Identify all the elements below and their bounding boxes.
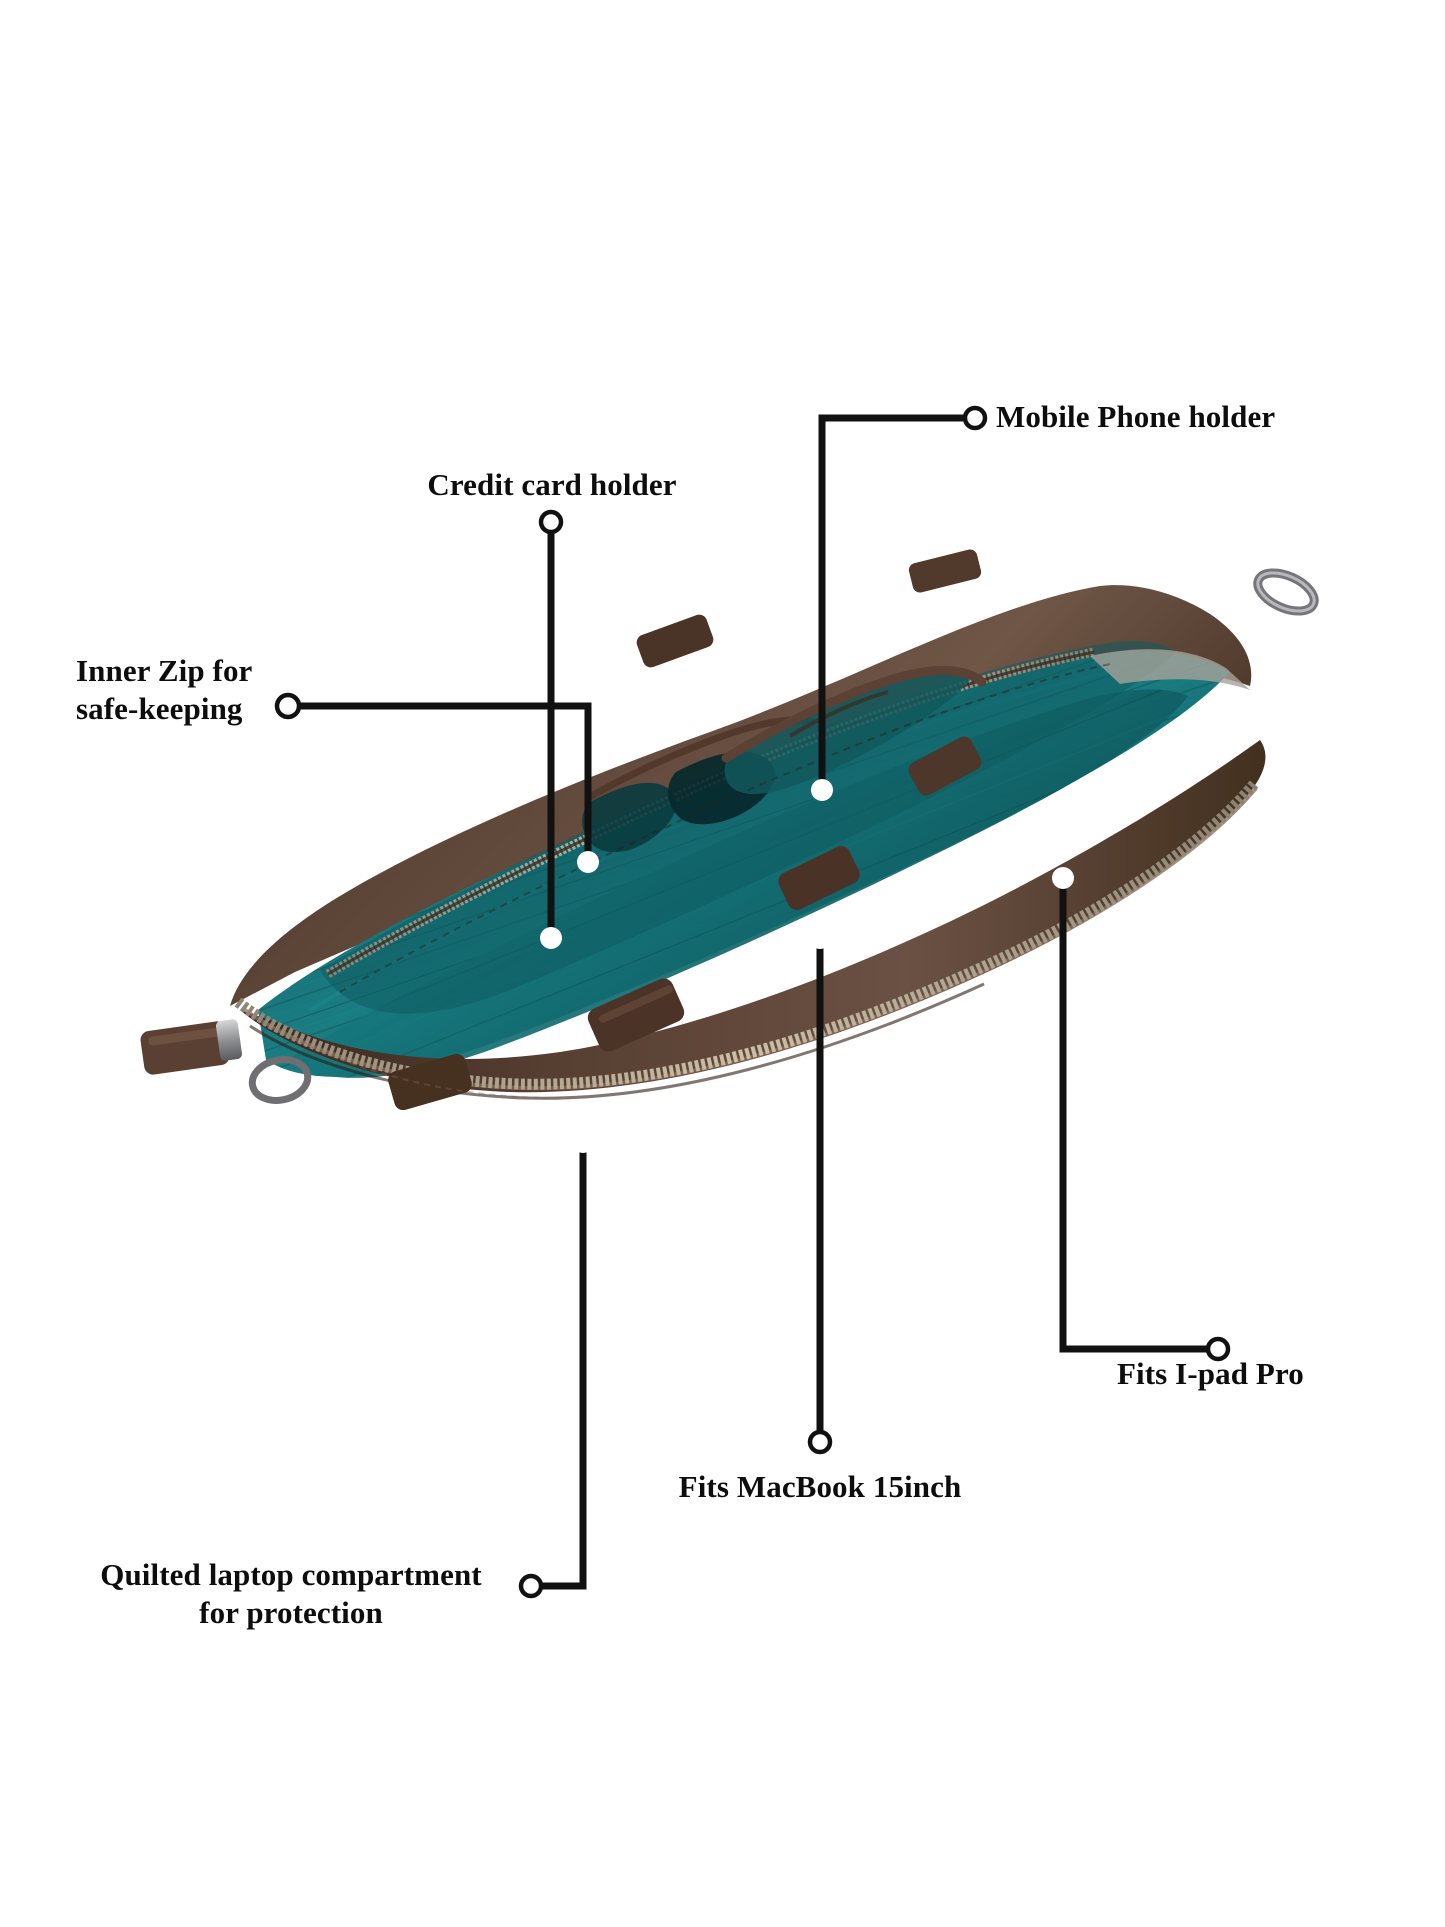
right-grey-panel [1090,649,1250,690]
briefcase-illustration [140,549,1319,1111]
front-edge-shadow [249,982,985,1100]
callout-label-inner-zip: Inner Zip for safe-keeping [76,652,266,729]
callout-line: Inner Zip for [76,653,253,688]
callout-line: Mobile Phone holder [996,399,1276,434]
credit-card-slot-1 [582,782,677,853]
callout-label-quilted-compartment: Quilted laptop compartment for protectio… [74,1556,508,1633]
product-photo [90,540,1380,1220]
main-zipper-teeth [234,780,1259,1090]
strap-tab-right [778,845,860,911]
inner-zip-pocket [320,641,1176,1014]
d-ring-left [248,1056,312,1104]
callout-line: Fits I-pad Pro [1117,1356,1304,1391]
marker-open-credit-card-holder [538,509,564,535]
callout-line: safe-keeping [76,691,243,727]
stitching-upper [339,663,1111,993]
callout-line: Credit card holder [427,467,677,502]
top-tab-1 [636,614,714,668]
stitching-lower [289,1035,571,1100]
top-tab-2 [908,549,982,593]
callout-line: Fits MacBook 15inch [678,1469,962,1504]
zipper-slider [215,1019,243,1061]
callout-line: for protection [199,1595,383,1631]
callout-label-fits-ipad-pro: Fits I-pad Pro [1117,1355,1304,1393]
left-zipper-assembly [140,1019,312,1104]
callout-label-mobile-phone-holder: Mobile Phone holder [996,398,1275,436]
strap-tab-left [388,1053,472,1111]
marker-open-mobile-phone-holder [962,405,988,431]
marker-open-fits-macbook [807,1429,833,1455]
callout-line: Quilted laptop compartment [100,1557,482,1592]
strap-tab-center-gloss [599,985,673,1023]
callout-label-credit-card-holder: Credit card holder [420,466,684,504]
marker-open-quilted-compartment [518,1573,544,1599]
callout-label-fits-macbook: Fits MacBook 15inch [660,1468,980,1506]
d-ring-right-gloss [1256,571,1316,613]
right-hardware [1253,568,1319,616]
pull-tab-highlight [148,1027,222,1046]
